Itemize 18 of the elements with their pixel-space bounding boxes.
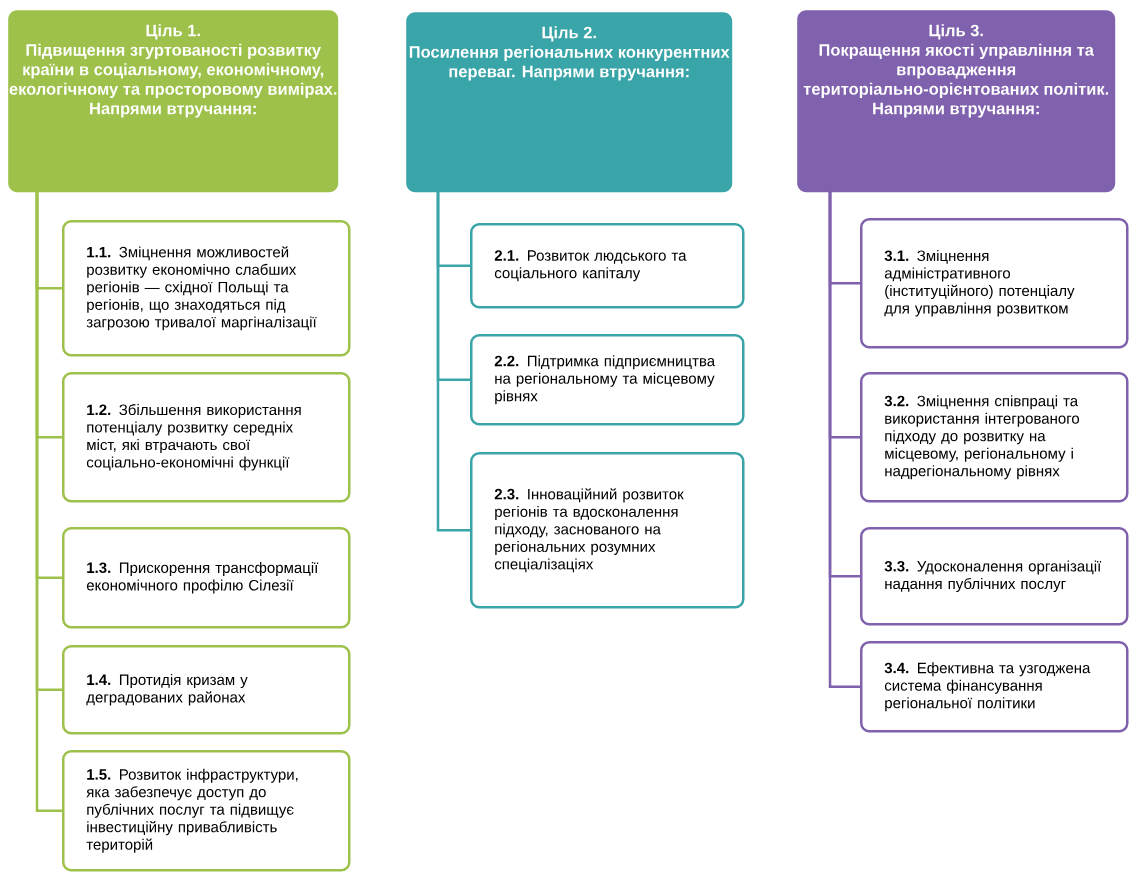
direction-box: 3.4. Ефективна та узгоджена система фінансування регіональної політики [860, 641, 1129, 733]
direction-box: 1.2. Збільшення використання потенціалу розвитку середніх міст, які втрачають свої соціально-економічні функції [62, 372, 351, 503]
goal-header-box: Ціль 1. Підвищення згуртованості розвитку країни в соціальному, економічному, екологічному та просторовому вимірах. Напрями втручання: [8, 10, 339, 193]
direction-box: 3.3. Удосконалення організації надання публічних послуг [860, 527, 1129, 626]
direction-box: 1.1. Зміцнення можливостей розвитку економічно слабших регіонів — східної Польщі та регіонів, що знаходяться під загрозою тривалої маргіналізації [62, 220, 351, 357]
direction-box: 2.1. Розвиток людського та соціального капіталу [470, 223, 745, 309]
direction-box: 1.5. Розвиток інфраструктури, яка забезпечує доступ до публічних послуг та підвищує інвестиційну привабливість територій [62, 750, 351, 872]
direction-box: 2.2. Підтримка підприємництва на регіональному та місцевому рівнях [470, 334, 745, 426]
direction-box: 3.2. Зміцнення співпраці та використання інтегрованого підходу до розвитку на місцевому, регіональному і надрегіональному рівнях [860, 372, 1129, 503]
connector-line [436, 191, 470, 532]
goal-header-box: Ціль 3. Покращення якості управління та впровадження територіально-орієнтованих політик. Напрями втручання: [797, 10, 1116, 193]
connector-line [35, 191, 62, 812]
direction-box: 2.3. Інноваційний розвиток регіонів та вдосконалення підходу, заснованого на регіональних розумних спеціалізаціях [470, 452, 745, 609]
direction-box: 3.1. Зміцнення адміністративного (інституційного) потенціалу для управління розвитком [860, 218, 1129, 349]
connector-line [828, 191, 860, 688]
direction-box: 1.3. Прискорення трансформації економічного профілю Сілезії [62, 527, 351, 629]
direction-box: 1.4. Протидія кризам у деградованих районах [62, 645, 351, 735]
goal-header-box: Ціль 2. Посилення регіональних конкурентних переваг. Напрями втручання: [406, 12, 733, 193]
